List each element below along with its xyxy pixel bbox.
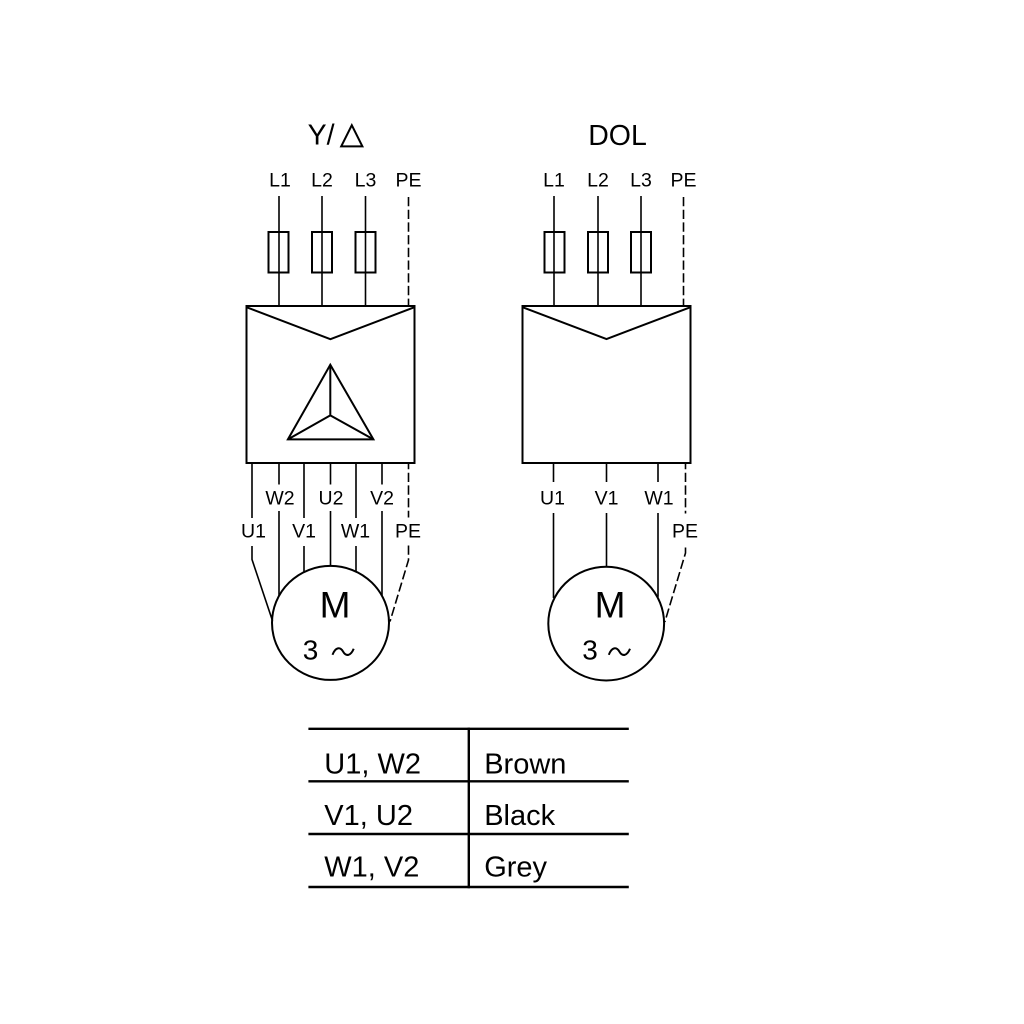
svg-text:W2: W2: [265, 488, 294, 510]
svg-text:Brown: Brown: [484, 749, 566, 781]
svg-text:L2: L2: [311, 170, 333, 192]
svg-text:L1: L1: [543, 170, 565, 192]
svg-text:PE: PE: [670, 170, 696, 192]
svg-text:U2: U2: [319, 488, 344, 510]
svg-text:PE: PE: [395, 170, 421, 192]
svg-text:W1: W1: [341, 521, 370, 543]
svg-text:V1, U2: V1, U2: [324, 800, 413, 832]
svg-text:U1: U1: [241, 521, 266, 543]
svg-text:M: M: [595, 585, 626, 626]
svg-text:V1: V1: [595, 488, 619, 510]
svg-text:PE: PE: [672, 521, 698, 543]
svg-text:W1, V2: W1, V2: [324, 852, 419, 884]
svg-text:Black: Black: [484, 800, 555, 832]
svg-text:DOL: DOL: [588, 120, 647, 152]
svg-text:M: M: [320, 585, 351, 626]
svg-text:L3: L3: [630, 170, 652, 192]
svg-text:PE: PE: [395, 521, 421, 543]
svg-text:W1: W1: [644, 488, 673, 510]
svg-text:U1: U1: [540, 488, 565, 510]
svg-text:L1: L1: [269, 170, 291, 192]
svg-text:3: 3: [303, 635, 319, 666]
svg-text:L2: L2: [587, 170, 609, 192]
svg-text:V2: V2: [370, 488, 394, 510]
svg-text:V1: V1: [292, 521, 316, 543]
svg-text:3: 3: [582, 635, 598, 666]
svg-text:U1, W2: U1, W2: [324, 749, 421, 781]
svg-text:Y/: Y/: [308, 120, 335, 152]
svg-text:Grey: Grey: [484, 852, 547, 884]
svg-text:L3: L3: [355, 170, 377, 192]
